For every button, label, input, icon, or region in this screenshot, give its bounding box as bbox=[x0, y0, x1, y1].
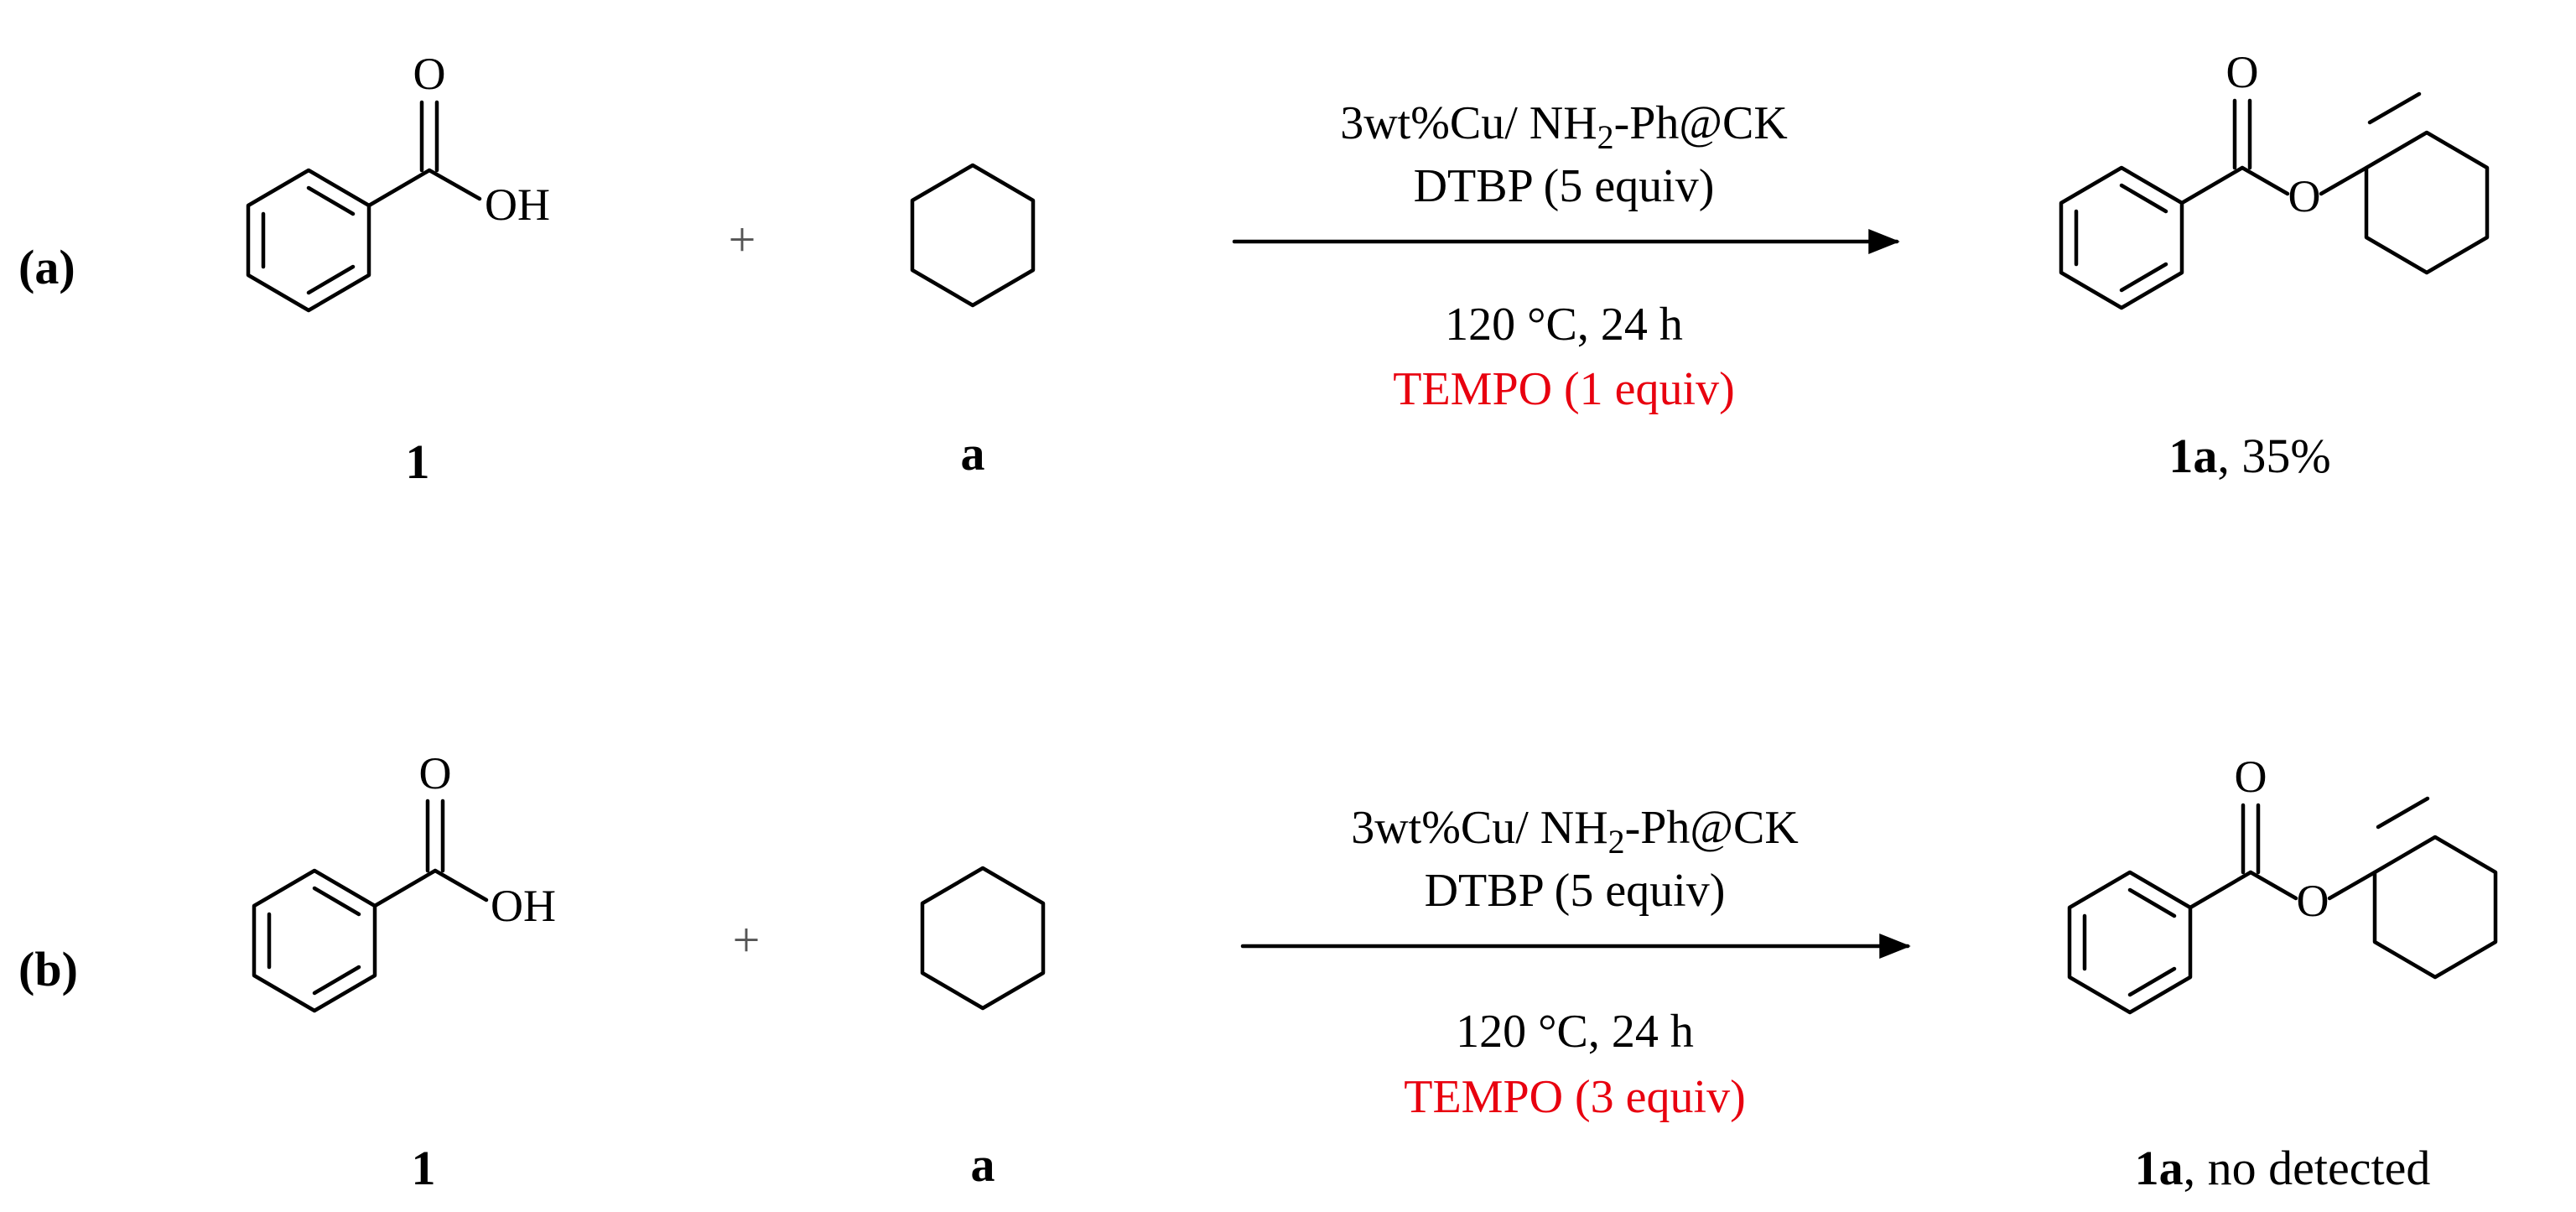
product-yield-label: 1a, 35% bbox=[2168, 429, 2330, 483]
tempo-additive-text: TEMPO (3 equiv) bbox=[1404, 1071, 1746, 1123]
cyclohexenyl-benzoate-structure: O O bbox=[2067, 752, 2498, 1015]
benzoic-acid-structure: O OH bbox=[246, 49, 550, 313]
hydroxyl-atom: OH bbox=[485, 179, 550, 230]
reaction-row-b: (b) O OH 1 + a 3wt%Cu/ NH2-Ph@CK DTBP (5… bbox=[18, 748, 2498, 1195]
compound-label-a: a bbox=[971, 1137, 995, 1192]
oxidant-text: DTBP (5 equiv) bbox=[1425, 865, 1726, 917]
ester-oxygen-atom: O bbox=[2297, 876, 2329, 926]
hydroxyl-atom: OH bbox=[491, 881, 556, 931]
conditions-text: 120 °C, 24 h bbox=[1445, 299, 1683, 351]
cyclohexenyl-benzoate-structure: O O bbox=[2059, 47, 2490, 310]
cyclohexane-structure bbox=[910, 163, 1036, 308]
carbonyl-oxygen-atom: O bbox=[2235, 752, 2267, 802]
catalyst-text: 3wt%Cu/ NH2-Ph@CK bbox=[1340, 97, 1788, 156]
compound-label-1: 1 bbox=[412, 1141, 436, 1195]
product-yield-label: 1a, no detected bbox=[2135, 1141, 2431, 1195]
plus-sign: + bbox=[729, 212, 756, 267]
tempo-additive-text: TEMPO (1 equiv) bbox=[1393, 363, 1735, 415]
ester-oxygen-atom: O bbox=[2288, 171, 2321, 221]
compound-label-a: a bbox=[961, 426, 985, 481]
compound-label-1: 1 bbox=[406, 434, 430, 489]
row-label: (a) bbox=[18, 240, 75, 294]
carbonyl-oxygen-atom: O bbox=[419, 748, 452, 798]
benzoic-acid-structure: O OH bbox=[252, 748, 556, 1013]
cyclohexane-structure bbox=[920, 866, 1046, 1011]
oxidant-text: DTBP (5 equiv) bbox=[1414, 160, 1715, 212]
row-label: (b) bbox=[18, 942, 78, 996]
plus-sign: + bbox=[733, 913, 761, 967]
carbonyl-oxygen-atom: O bbox=[2226, 47, 2259, 97]
conditions-text: 120 °C, 24 h bbox=[1456, 1006, 1694, 1058]
carbonyl-oxygen-atom: O bbox=[413, 49, 446, 99]
reaction-row-a: (a) O OH 1 + a 3wt%Cu/ NH2-Ph@CK DTBP (5… bbox=[18, 47, 2490, 489]
catalyst-text: 3wt%Cu/ NH2-Ph@CK bbox=[1351, 802, 1799, 861]
